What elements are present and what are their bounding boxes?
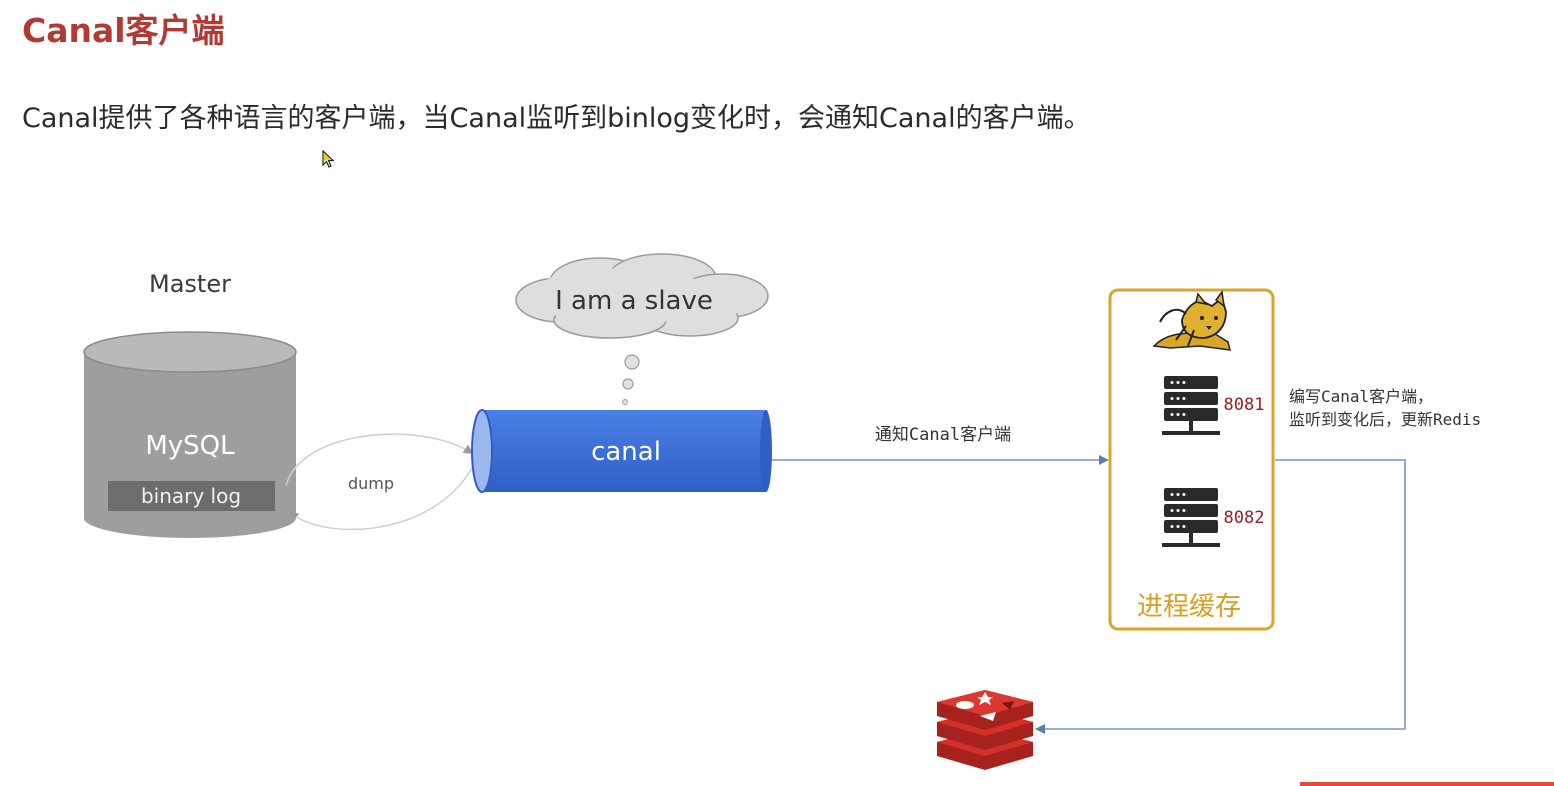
thought-cloud: I am a slave [515,253,769,405]
tomcat-cat-icon [1152,290,1231,351]
dump-arrow-to-canal [285,433,474,487]
canal-label: canal [591,437,661,467]
thought-text: I am a slave [555,286,713,316]
client-note-line1: 编写Canal客户端， [1289,387,1433,406]
mysql-label: MySQL [145,431,235,461]
bottom-accent-bar [1300,782,1554,786]
client-note-line2: 监听到变化后，更新Redis [1289,410,1481,429]
canal-cylinder: canal [471,409,772,493]
process-cache-box: 8081 8082 进程缓存 [1108,288,1275,631]
thought-bubble-medium [622,378,634,390]
binary-log-box [108,481,275,511]
process-cache-label: 进程缓存 [1137,592,1241,622]
redis-logo-icon [937,690,1033,770]
intro-paragraph: Canal提供了各种语言的客户端，当Canal监听到binlog变化时，会通知C… [22,103,1091,134]
dump-label: dump [348,474,394,493]
master-group: Master MySQL binary log [83,270,297,538]
dump-arrow-to-master [288,467,473,531]
dump-connection: dump [285,433,474,531]
thought-bubble-small [622,399,628,405]
mouse-cursor-icon [322,150,335,168]
port-8082-label: 8082 [1224,508,1265,528]
thought-bubble-large [624,354,640,370]
master-label: Master [149,270,231,298]
page-title: Canal客户端 [22,11,225,50]
server-rack-icon [1162,376,1220,435]
notify-label: 通知Canal客户端 [875,425,1011,445]
update-redis-arrow [1035,459,1406,734]
binary-log-label: binary log [141,484,241,508]
server-rack-icon [1162,488,1220,547]
port-8081-label: 8081 [1224,395,1265,415]
